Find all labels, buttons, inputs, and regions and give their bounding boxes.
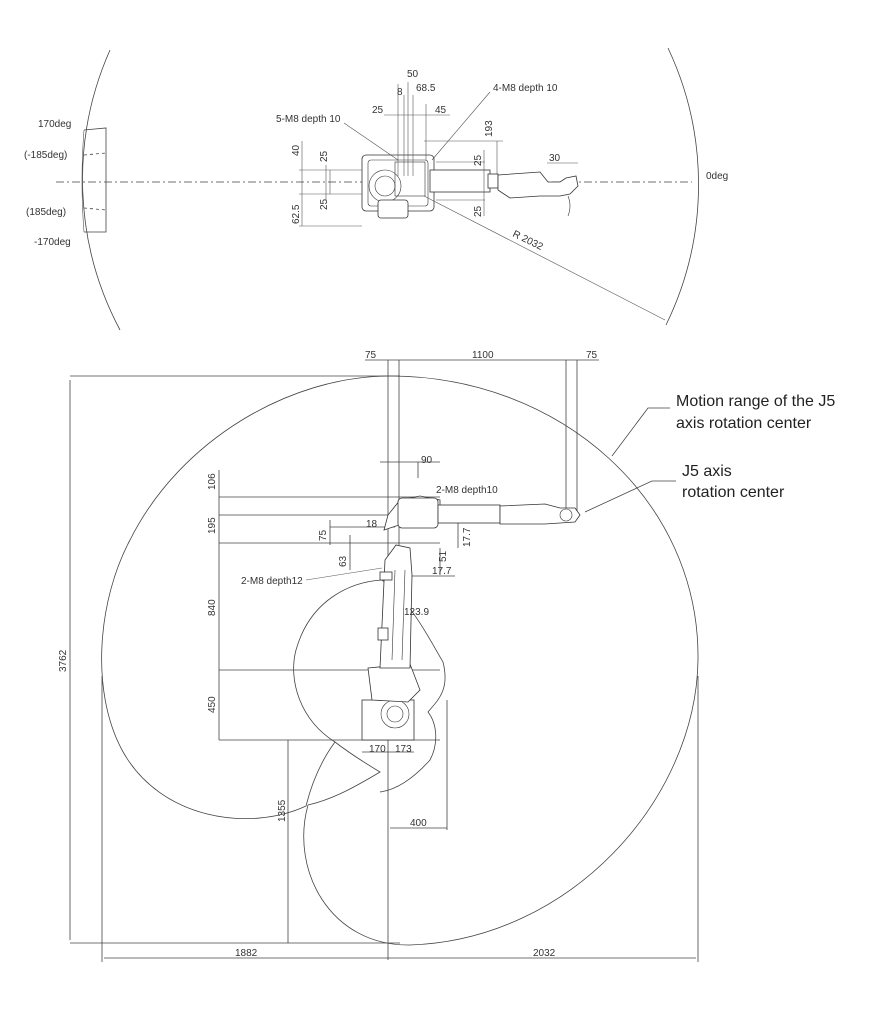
dim-25-d: 25 bbox=[473, 205, 484, 217]
dim-75-right: 75 bbox=[586, 350, 598, 361]
label-2-m8-depth10: 2-M8 depth10 bbox=[436, 485, 498, 496]
dim-62-5: 62.5 bbox=[291, 204, 302, 224]
note-j5-center-line2: rotation center bbox=[682, 484, 785, 501]
note-motion-range-line2: axis rotation center bbox=[676, 415, 812, 432]
dim-193: 193 bbox=[484, 120, 495, 137]
leader-motion-range bbox=[611, 407, 670, 457]
label-2-m8-depth12: 2-M8 depth12 bbox=[241, 576, 303, 587]
angle-label-neg185: (-185deg) bbox=[24, 150, 67, 161]
dim-30: 30 bbox=[549, 153, 561, 164]
dim-195: 195 bbox=[207, 517, 218, 534]
angle-limit-inner-arc bbox=[81, 129, 85, 233]
dim-173: 173 bbox=[395, 744, 412, 755]
angle-limit-band bbox=[83, 127, 107, 233]
dim-25-c: 25 bbox=[473, 154, 484, 166]
robot-side-view bbox=[361, 495, 581, 741]
dim-68-5: 68.5 bbox=[416, 83, 436, 94]
dim-123-9: 123.9 bbox=[404, 607, 429, 618]
dim-51: 51 bbox=[438, 550, 449, 562]
motion-range-envelope bbox=[101, 375, 699, 946]
dim-25-a: 25 bbox=[319, 150, 330, 162]
top-view: 170deg (-185deg) (185deg) -170deg 0deg bbox=[24, 47, 728, 331]
dim-450: 450 bbox=[207, 696, 218, 713]
dim-17-7-vertical: 17.7 bbox=[462, 527, 473, 547]
label-4-m8-depth10: 4-M8 depth 10 bbox=[493, 83, 558, 94]
dim-1100: 1100 bbox=[472, 350, 494, 361]
dim-75-left: 75 bbox=[365, 350, 377, 361]
dim-8: 8 bbox=[397, 87, 403, 98]
leader-j5-center bbox=[584, 480, 676, 513]
angle-label-170: 170deg bbox=[38, 119, 71, 130]
side-view: 75 1100 75 90 106 2-M8 depth10 195 18 75… bbox=[58, 350, 835, 962]
angle-label-185: (185deg) bbox=[26, 207, 66, 218]
dim-18: 18 bbox=[366, 519, 378, 530]
angle-label-0: 0deg bbox=[706, 171, 728, 182]
dim-90: 90 bbox=[421, 455, 433, 466]
dim-1355: 1355 bbox=[277, 799, 288, 822]
reach-arc-right bbox=[665, 47, 699, 326]
dim-63: 63 bbox=[338, 555, 349, 567]
angle-label-neg170: -170deg bbox=[34, 237, 71, 248]
reach-arc-left bbox=[82, 49, 121, 331]
dim-840: 840 bbox=[207, 599, 218, 616]
dim-1882: 1882 bbox=[235, 948, 258, 959]
note-motion-range-line1: Motion range of the J5 bbox=[676, 393, 835, 410]
dim-75-vertical: 75 bbox=[318, 529, 329, 541]
dim-50: 50 bbox=[407, 69, 419, 80]
label-5-m8-depth10: 5-M8 depth 10 bbox=[276, 114, 341, 125]
top-view-dimension-lines bbox=[299, 82, 666, 321]
dim-3762: 3762 bbox=[58, 649, 69, 672]
robot-top-view bbox=[361, 154, 579, 219]
dim-170: 170 bbox=[369, 744, 386, 755]
dim-400: 400 bbox=[410, 818, 427, 829]
dim-45: 45 bbox=[435, 105, 447, 116]
dim-17-7-horizontal: 17.7 bbox=[432, 566, 452, 577]
inner-motion-envelope bbox=[293, 579, 446, 793]
dim-106: 106 bbox=[207, 473, 218, 490]
dim-40: 40 bbox=[291, 144, 302, 156]
note-j5-center-line1: J5 axis bbox=[682, 463, 732, 480]
dim-25-top: 25 bbox=[372, 105, 384, 116]
dim-2032: 2032 bbox=[533, 948, 556, 959]
dim-25-b: 25 bbox=[319, 198, 330, 210]
